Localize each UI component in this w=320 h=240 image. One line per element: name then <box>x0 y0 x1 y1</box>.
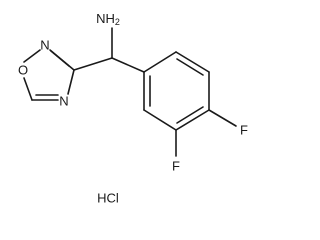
bond-ch-oxadiazole <box>73 57 113 71</box>
amine-symbol: NH <box>96 11 115 26</box>
salt-label: HCl <box>97 191 119 206</box>
bond-n2-o1 <box>23 49 41 63</box>
oxadiazole-o1-label: O <box>18 63 28 78</box>
bond-ch-phenyl <box>111 57 145 73</box>
molecule-drawing: NH2 N O N F F HCl <box>18 11 248 206</box>
fluorine-meta-label: F <box>172 159 180 174</box>
amine-subscript: 2 <box>115 17 120 27</box>
bond-c4-c5 <box>175 109 210 131</box>
bond-o1-c5 <box>23 77 33 101</box>
bond-n4-c3 <box>67 69 75 95</box>
fluorine-para-label: F <box>240 123 248 138</box>
bond-c4-c5-double <box>176 106 204 124</box>
oxadiazole-n2-label: N <box>40 38 49 53</box>
oxadiazole-n4-label: N <box>59 94 68 109</box>
bond-c1-c2 <box>143 51 177 73</box>
bond-c4-f <box>208 109 237 127</box>
amine-label: NH2 <box>96 11 120 28</box>
bond-c2-c3-double <box>176 58 204 76</box>
bond-c2-c3 <box>175 51 210 73</box>
bond-c3-n2-double <box>50 50 70 67</box>
bond-c5-c6 <box>143 109 177 131</box>
bonds <box>23 27 237 157</box>
atom-labels: NH2 N O N F F <box>18 11 248 174</box>
